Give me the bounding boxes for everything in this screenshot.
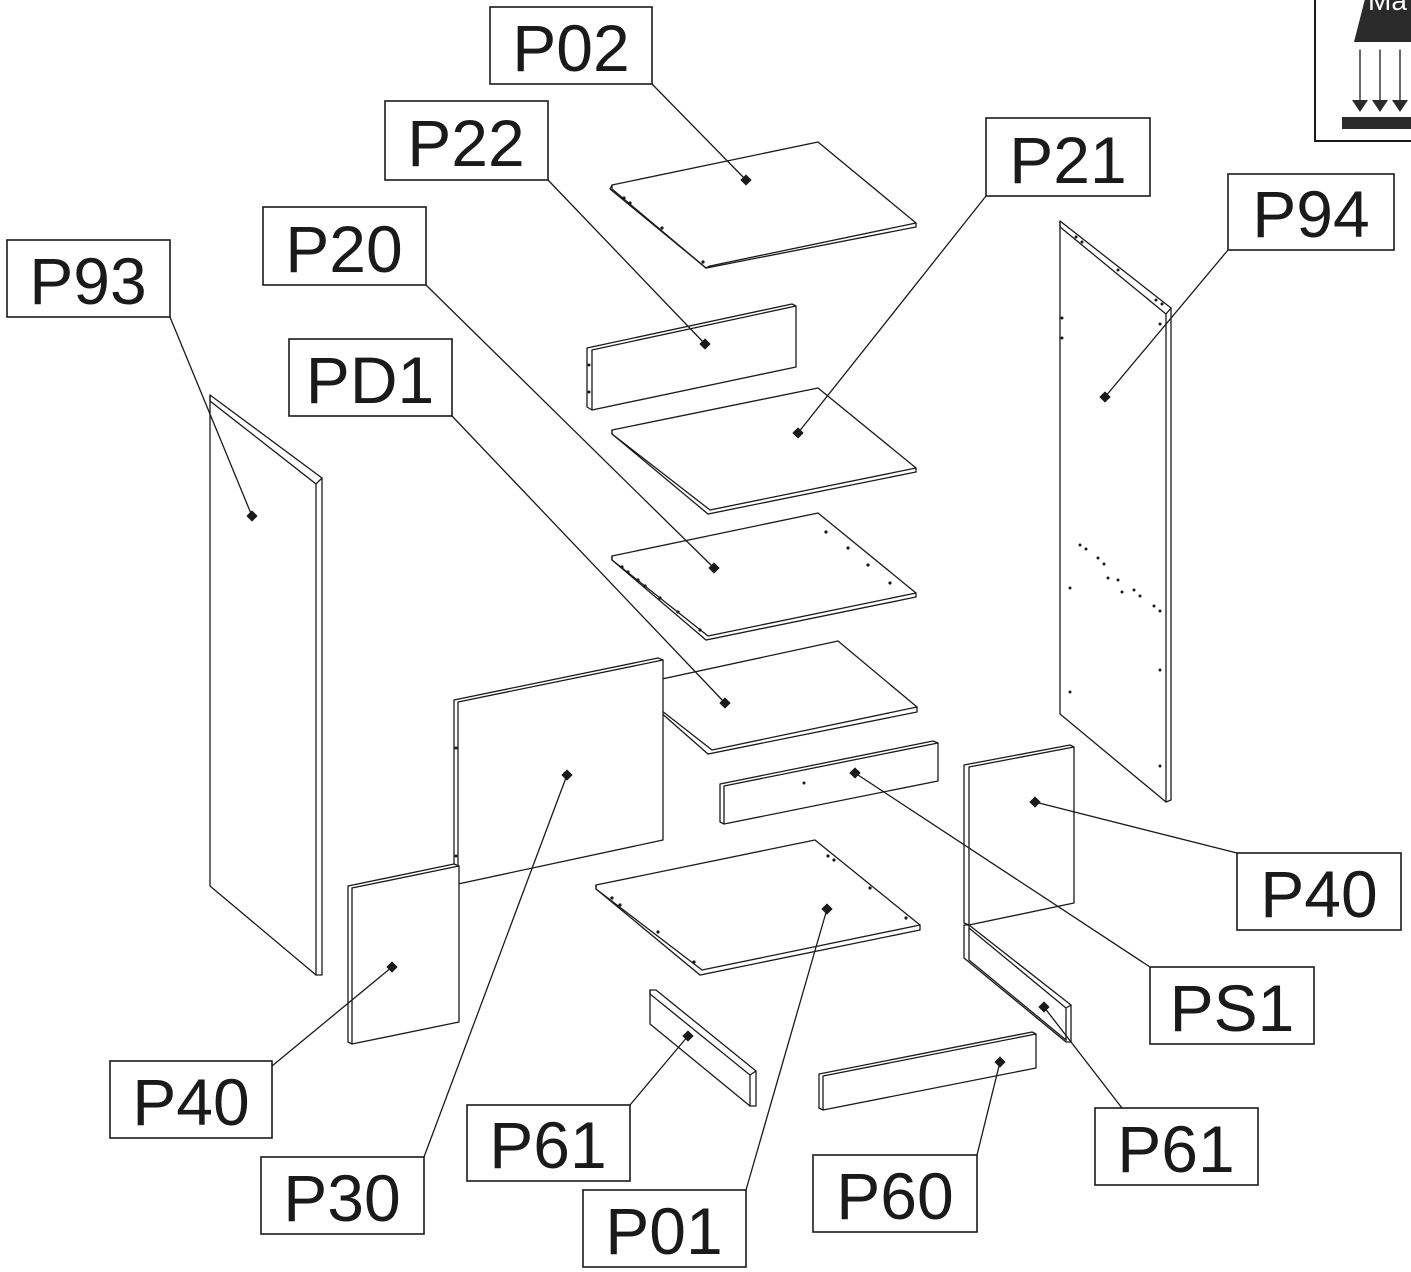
label-p01: P01 [582, 1189, 747, 1268]
panel-p02 [609, 141, 917, 269]
label-p21: P21 [985, 117, 1151, 197]
label-p94: P94 [1227, 173, 1395, 251]
panel-p40-left [347, 863, 460, 1045]
panel-p21 [611, 387, 917, 515]
label-p20-text: P20 [285, 212, 402, 286]
press-down-icon: Ma [1314, 0, 1411, 142]
label-p60: P60 [812, 1154, 978, 1233]
panel-p22 [586, 303, 797, 411]
label-p40-right: P40 [1236, 852, 1402, 931]
label-p02-text: P02 [512, 11, 629, 85]
label-p21-text: P21 [1009, 123, 1126, 197]
panel-pd1 [633, 640, 918, 755]
label-p40-left: P40 [109, 1060, 273, 1139]
label-p61-left: P61 [466, 1104, 631, 1182]
panel-p01 [595, 839, 921, 976]
label-p30-text: P30 [283, 1161, 400, 1235]
label-p22: P22 [384, 100, 549, 181]
panel-p20 [611, 512, 917, 641]
label-pd1-text: PD1 [306, 343, 434, 417]
label-p22-text: P22 [407, 106, 524, 180]
label-ps1-text: PS1 [1170, 971, 1295, 1045]
label-p40-right-text: P40 [1260, 857, 1377, 931]
label-p61-right: P61 [1094, 1107, 1259, 1186]
corner-icon-text: Ma [1368, 0, 1407, 16]
label-p30: P30 [260, 1156, 425, 1235]
label-p61-left-text: P61 [489, 1108, 606, 1182]
label-p60-text: P60 [836, 1159, 953, 1233]
panel-p61-right [963, 924, 1072, 1043]
label-p20: P20 [262, 206, 427, 286]
label-p61-right-text: P61 [1117, 1112, 1234, 1186]
panel-p94 [1059, 220, 1172, 803]
label-p02: P02 [489, 6, 653, 85]
panel-p60 [818, 1031, 1037, 1111]
label-p01-text: P01 [605, 1194, 722, 1268]
label-p93: P93 [6, 239, 171, 318]
label-pd1: PD1 [288, 338, 453, 417]
label-p94-text: P94 [1252, 177, 1369, 251]
panel-p30 [453, 657, 664, 885]
label-p40-left-text: P40 [132, 1065, 249, 1139]
label-ps1: PS1 [1149, 966, 1315, 1045]
label-p93-text: P93 [29, 244, 146, 318]
leader-lines [169, 83, 1238, 1191]
panel-p40-right [963, 744, 1075, 926]
panel-ps1 [719, 740, 939, 825]
panel-p93 [209, 394, 323, 976]
panel-p61-left [649, 989, 757, 1107]
